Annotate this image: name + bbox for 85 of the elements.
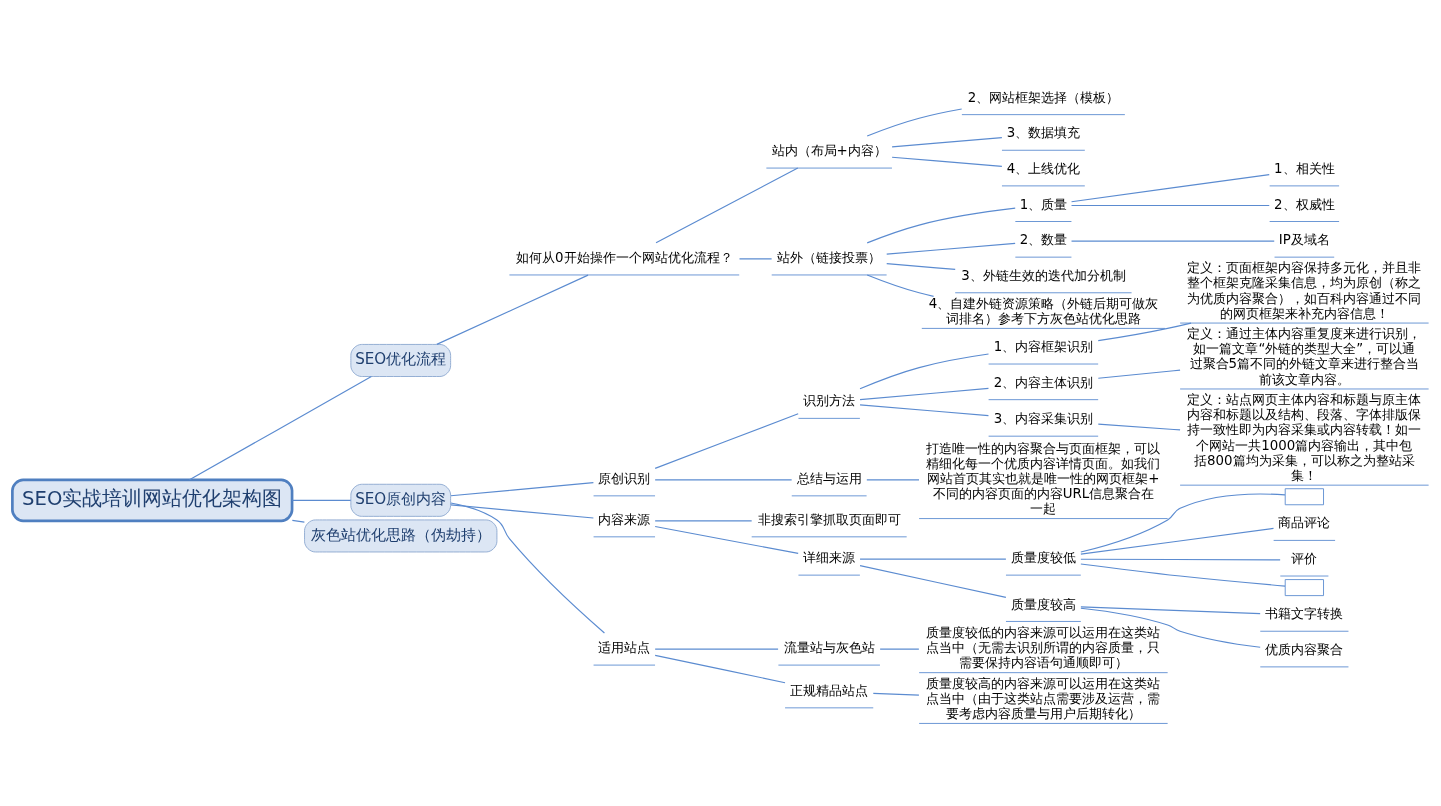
connector: [291, 519, 305, 523]
connector: [654, 654, 786, 684]
connector: [866, 479, 920, 481]
node-text: IP及域名: [1278, 232, 1330, 248]
node-text: 站外（链接投票）: [777, 250, 882, 266]
node-text: 2、权威性: [1274, 196, 1335, 212]
node-text: 打造唯一性的内容聚合与页面框架，可以精细化每一个优质内容详情页面。如我们网站首页其实也就是唯一性的网页框架+不同的内容页面的内容URL信息聚合在一起: [926, 440, 1161, 517]
connector: [1097, 423, 1181, 431]
connector: [866, 108, 963, 137]
connector: [654, 520, 753, 522]
connector: [1080, 563, 1286, 587]
node-text: 优质内容聚合: [1265, 641, 1344, 657]
node-text: 原创识别: [598, 470, 651, 486]
connector: [654, 413, 799, 469]
node-text: 1、相关性: [1274, 160, 1335, 176]
connector: [872, 692, 920, 696]
connector: [450, 502, 606, 634]
node-text: 定义：站点网页主体内容和标题与原主体内容和标题以及结构、段落、字体排版保持一致性即为内容采集或内容转载！如一个网站一共1000篇内容输出，其中包括800篇均为采集，可以称之为整站采集！: [1187, 392, 1422, 483]
node-box: 灰色站优化思路（伪劫持）: [304, 519, 498, 553]
node-text: 商品评论: [1278, 515, 1331, 531]
connector: [859, 404, 990, 417]
node-box: SEO优化流程: [350, 344, 452, 377]
node-text: 如何从0开始操作一个网站优化流程？: [516, 250, 733, 266]
connector: [436, 274, 589, 345]
connector: [654, 479, 793, 481]
node-text: 2、网站框架选择（模板）: [967, 89, 1120, 105]
connector: [1070, 204, 1270, 207]
connector: [654, 648, 779, 650]
node-text: 1、内容框架识别: [993, 339, 1094, 355]
node-text: 评价: [1291, 551, 1318, 567]
connector: [291, 499, 352, 501]
connector: [1097, 369, 1181, 379]
connector: [1070, 174, 1270, 203]
connector: [1080, 558, 1281, 561]
node-text: 3、内容采集识别: [993, 411, 1094, 427]
node-text: 总结与运用: [796, 470, 862, 486]
node-text: 书籍文字转换: [1265, 606, 1344, 622]
node-text: 1、质量: [1019, 196, 1068, 212]
connector: [450, 482, 594, 497]
node-text: 定义：页面框架内容保持多元化，并且非整个框架克隆采集信息，均为原创（称之为优质内容聚合），如百科内容通过不同的网页框架来补充内容信息！: [1187, 260, 1422, 321]
connector: [866, 274, 935, 297]
connector: [886, 242, 1016, 255]
connector: [859, 387, 990, 401]
connector: [1070, 240, 1275, 242]
connector: [1080, 527, 1275, 555]
node-text: 正规精品站点: [790, 682, 869, 698]
node-text: 2、内容主体识别: [993, 374, 1094, 390]
node-text: 识别方法: [803, 393, 856, 409]
node-text: 适用站点: [598, 640, 651, 656]
connector: [654, 525, 799, 554]
connector: [738, 258, 773, 260]
node-text: 定义：通过主体内容重复度来进行识别，如一篇文章“外链的类型大全”，可以通过聚合5篇不同的外链文章来进行整合当前该文章内容。: [1187, 326, 1422, 387]
node-text: 质量度较高的内容来源可以运用在这类站点当中（由于这类站点需要涉及运营，需要考虑内容质量与用户后期转化）: [926, 675, 1161, 722]
connector: [450, 504, 594, 519]
node-text: 流量站与灰色站: [783, 640, 875, 656]
connector: [1080, 606, 1261, 615]
connector: [891, 156, 1003, 168]
node-text: 站内（布局+内容）: [771, 143, 887, 159]
node-text: 4、自建外链资源策略（外链后期可做灰词排名）参考下方灰色站优化思路: [928, 295, 1159, 327]
node-box: SEO原创内容: [350, 483, 452, 517]
node-text: 2、数量: [1019, 232, 1068, 248]
node-box: [1284, 488, 1324, 506]
node-text: 3、数据填充: [1006, 125, 1081, 141]
node-box: [1284, 579, 1324, 597]
connector: [655, 167, 799, 244]
connector: [1080, 493, 1286, 553]
node-text: 详细来源: [803, 550, 856, 566]
connector: [886, 263, 956, 270]
connector: [879, 648, 920, 650]
node-box: SEO实战培训网站优化架构图: [11, 478, 294, 523]
node-text: 质量度较高: [1010, 596, 1076, 612]
connector: [859, 558, 1007, 560]
node-text: 非搜索引擎抓取页面即可: [757, 511, 901, 527]
node-text: 内容来源: [598, 511, 651, 527]
node-text: 4、上线优化: [1006, 160, 1081, 176]
connector: [859, 353, 990, 390]
connector: [859, 565, 1007, 599]
node-text: 质量度较低: [1010, 550, 1076, 566]
connector: [188, 376, 372, 481]
connector: [866, 207, 1016, 244]
node-text: 3、外链生效的迭代加分机制: [961, 267, 1126, 283]
connector: [1097, 322, 1192, 342]
connector: [1080, 607, 1261, 648]
node-text: 质量度较低的内容来源可以运用在这类站点当中（无需去识别所谓的内容质量，只需要保持内容语句通顺即可）: [926, 625, 1161, 671]
connector: [891, 137, 1003, 148]
